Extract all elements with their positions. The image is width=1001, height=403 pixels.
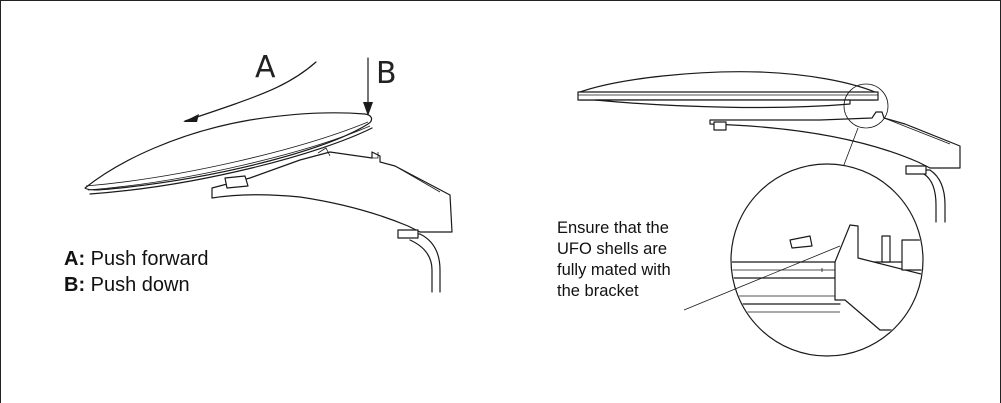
mating-callout-text: Ensure that the UFO shells are fully mat… <box>557 219 671 300</box>
arrow-b-head <box>363 102 373 116</box>
right-bracket <box>709 111 961 169</box>
legend-item-a: A: Push forward <box>64 248 209 270</box>
detail-marker-circle <box>843 83 889 129</box>
right-assembly <box>577 71 961 357</box>
left-cable <box>399 233 441 293</box>
magnified-detail-circle <box>730 163 924 357</box>
left-ufo-shell <box>84 112 373 191</box>
right-cable <box>917 169 946 223</box>
legend-item-b: B: Push down <box>64 274 190 296</box>
left-cable-clip <box>397 229 419 239</box>
detail-leader <box>841 127 859 171</box>
arrow-a-head <box>183 114 199 122</box>
left-bracket <box>211 151 453 233</box>
arrow-a-label: A <box>255 50 276 85</box>
left-assembly <box>84 57 453 293</box>
legend: A: Push forward B: Push down <box>64 246 209 298</box>
arrow-a-path <box>184 61 317 122</box>
callout-leader <box>683 245 841 311</box>
arrow-b-label: B <box>376 56 397 91</box>
